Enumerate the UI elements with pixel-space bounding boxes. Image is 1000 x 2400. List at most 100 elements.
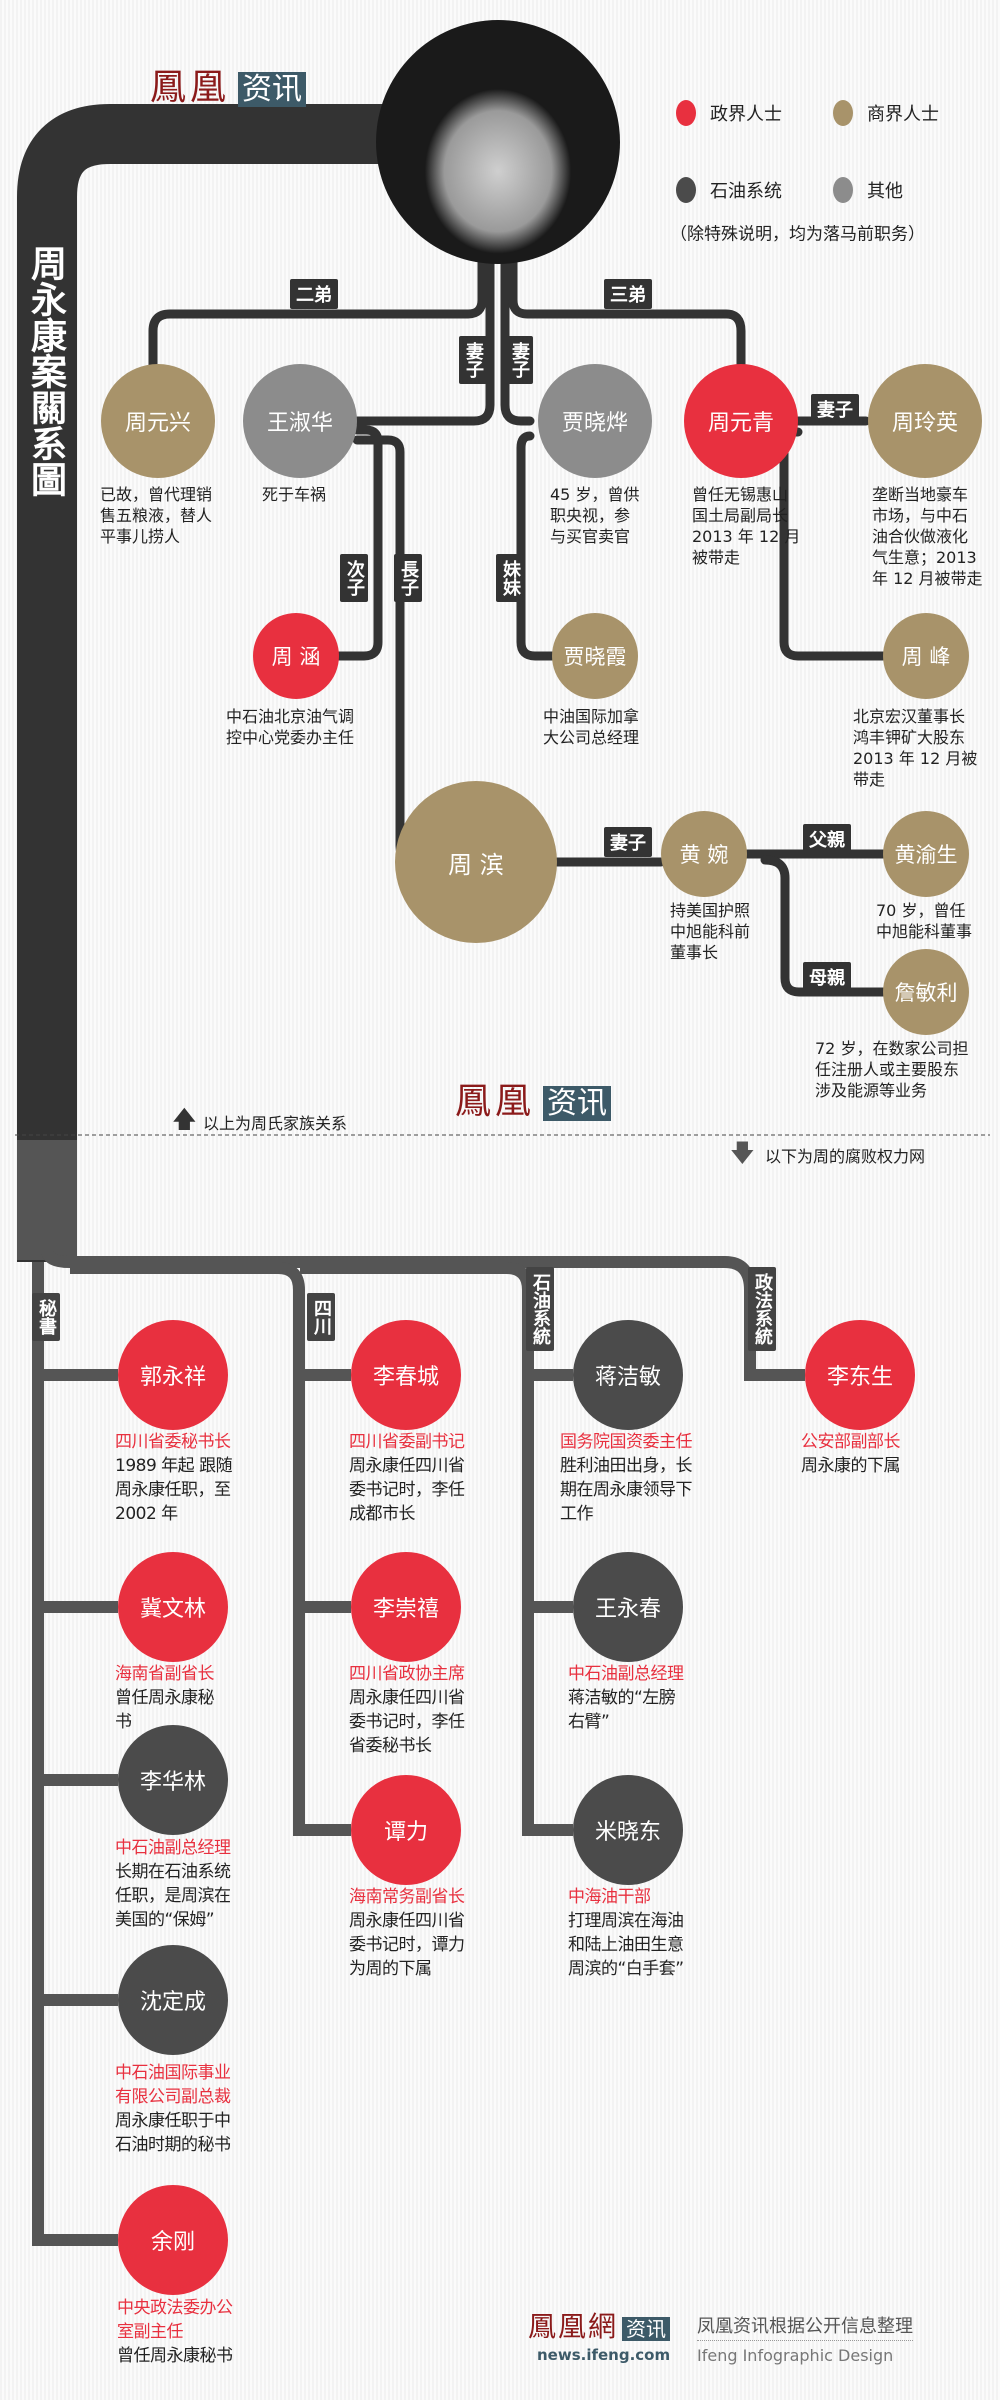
legend-label: 其他	[867, 181, 903, 202]
person-desc: 曾任无锡惠山 国土局副局长 2013 年 12 月 被带走	[692, 485, 801, 567]
legend-label: 政界人士	[710, 104, 782, 125]
person-title: 海南常务副省长	[349, 1887, 465, 1907]
relation-label: 母親	[803, 962, 851, 992]
footer-credit: 凤凰资讯根据公开信息整理	[697, 2312, 913, 2341]
person-node[interactable]: 周 峰	[883, 613, 969, 699]
legend-note: （除特殊说明，均为落马前职务）	[670, 224, 925, 245]
logo-brand: 鳳凰	[150, 67, 231, 108]
person-node[interactable]: 贾晓霞	[552, 613, 638, 699]
main-trunk	[17, 104, 490, 1262]
person-node[interactable]: 李春城	[351, 1320, 461, 1430]
legend-dot-oil	[676, 177, 696, 203]
person-title: 中央政法委办公 室副主任	[117, 2298, 233, 2342]
person-desc: 中石油北京油气调 控中心党委办主任	[226, 707, 355, 747]
person-desc: 周永康任职于中 石油时期的秘书	[115, 2111, 231, 2155]
person-desc: 周永康的下属	[801, 1456, 901, 1476]
relation-label: 父親	[803, 824, 851, 854]
person-title: 中石油国际事业 有限公司副总裁	[115, 2063, 231, 2107]
person-desc: 北京宏汉董事长 鸿丰钾矿大股东 2013 年 12 月被 带走	[853, 707, 978, 789]
person-node[interactable]: 郭永祥	[118, 1320, 228, 1430]
person-desc: 已故，曾代理销 售五粮液，替人 平事儿捞人	[100, 485, 213, 546]
person-title: 中石油副总经理	[115, 1838, 231, 1858]
person-title: 中海油干部	[568, 1887, 651, 1907]
person-node[interactable]: 周元青	[684, 364, 798, 478]
person-desc: 蒋洁敏的“左膀 右臂”	[568, 1688, 676, 1732]
person-node[interactable]: 詹敏利	[883, 949, 969, 1035]
person-node[interactable]: 谭力	[351, 1775, 461, 1885]
person-node[interactable]: 米晓东	[573, 1775, 683, 1885]
footer-tag: 资讯	[622, 2317, 671, 2341]
arrow-down-icon: 🡇	[730, 1139, 755, 1167]
relation-label: 妻子	[459, 336, 487, 384]
person-desc: 打理周滨在海油 和陆上油田生意 周滨的“白手套”	[568, 1911, 684, 1979]
relation-label: 三弟	[604, 279, 652, 309]
person-node[interactable]: 李崇禧	[351, 1552, 461, 1662]
person-node[interactable]: 周玲英	[868, 364, 982, 478]
footer-brand: 鳳凰網	[528, 2310, 619, 2343]
person-title: 四川省政协主席	[349, 1664, 465, 1684]
relation-label: 次子	[340, 554, 368, 602]
person-title: 四川省委副书记	[349, 1432, 465, 1452]
person-desc: 70 岁，曾任 中旭能科董事	[876, 901, 973, 941]
divider-below-text: 以下为周的腐败权力网	[765, 1147, 926, 1166]
relation-label: 長子	[394, 554, 422, 602]
footer-url[interactable]: news.ifeng.com	[537, 2346, 671, 2364]
person-node[interactable]: 周元兴	[101, 364, 215, 478]
person-node[interactable]: 李东生	[805, 1320, 915, 1430]
group-label-oil: 石油系統	[526, 1267, 554, 1351]
footer-logo: 鳳凰網资讯	[528, 2305, 671, 2345]
logo-tag: 资讯	[543, 1086, 612, 1121]
person-desc: 长期在石油系统 任职，是周滨在 美国的“保姆”	[115, 1862, 231, 1930]
portrait-photo	[376, 20, 620, 264]
person-desc: 胜利油田出身，长 期在周永康领导下 工作	[560, 1456, 693, 1524]
group-label-law: 政法系統	[748, 1267, 776, 1351]
person-desc: 曾任周永康秘 书	[115, 1688, 215, 1732]
person-node[interactable]: 周 滨	[395, 781, 557, 943]
person-desc: 周永康任四川省 委书记时，李任 省委秘书长	[349, 1688, 465, 1756]
person-node[interactable]: 沈定成	[118, 1945, 228, 2055]
person-title: 中石油副总经理	[568, 1664, 684, 1684]
divider-above-text: 以上为周氏家族关系	[203, 1114, 348, 1133]
person-node[interactable]: 周 涵	[253, 613, 339, 699]
person-title: 四川省委秘书长	[115, 1432, 231, 1452]
person-desc: 持美国护照 中旭能科前 董事长	[670, 901, 751, 962]
person-title: 国务院国资委主任	[560, 1432, 693, 1452]
person-desc: 周永康任四川省 委书记时，李任 成都市长	[349, 1456, 465, 1524]
person-node[interactable]: 冀文林	[118, 1552, 228, 1662]
logo-brand: 鳳凰	[455, 1081, 536, 1122]
person-node[interactable]: 王永春	[573, 1552, 683, 1662]
arrow-up-icon: 🡅	[172, 1105, 197, 1133]
person-node[interactable]: 黄渝生	[883, 811, 969, 897]
person-node[interactable]: 贾晓烨	[538, 364, 652, 478]
person-node[interactable]: 李华林	[118, 1725, 228, 1835]
person-desc: 曾任周永康秘书	[117, 2346, 233, 2366]
relation-label: 妹妹	[496, 554, 524, 602]
person-node[interactable]: 余刚	[118, 2185, 228, 2295]
footer-design-credit: Ifeng Infographic Design	[697, 2346, 894, 2365]
legend-dot-other	[833, 177, 853, 203]
legend-label: 石油系统	[710, 181, 782, 202]
person-desc: 周永康任四川省 委书记时，谭力 为周的下属	[349, 1911, 465, 1979]
ifeng-logo: 鳳凰资讯	[150, 58, 307, 110]
person-desc: 垄断当地豪车 市场，与中石 油合伙做液化 气生意；2013 年 12 月被带走	[872, 485, 983, 588]
person-desc: 72 岁，在数家公司担 任注册人或主要股东 涉及能源等业务	[815, 1039, 969, 1100]
person-node[interactable]: 黄 婉	[661, 811, 747, 897]
group-label-secretary: 秘書	[32, 1293, 60, 1341]
person-desc: 45 岁，曾供 职央视，参 与买官卖官	[550, 485, 640, 546]
relation-label: 妻子	[505, 336, 533, 384]
page-title: 周永康案關系圖	[25, 245, 66, 497]
legend-dot-politics	[676, 100, 696, 126]
legend-dot-business	[833, 100, 853, 126]
person-title: 公安部副部长	[801, 1432, 901, 1452]
relation-label: 妻子	[811, 394, 859, 424]
person-node[interactable]: 蒋洁敏	[573, 1320, 683, 1430]
person-node[interactable]: 王淑华	[243, 364, 357, 478]
relation-label: 妻子	[604, 827, 652, 857]
ifeng-logo-middle: 鳳凰资讯	[455, 1072, 612, 1124]
person-desc: 1989 年起 跟随 周永康任职，至 2002 年	[115, 1456, 233, 1524]
person-title: 海南省副省长	[115, 1664, 215, 1684]
logo-tag: 资讯	[238, 72, 307, 107]
person-desc: 死于车祸	[262, 485, 327, 504]
group-label-sichuan: 四川	[307, 1293, 335, 1341]
